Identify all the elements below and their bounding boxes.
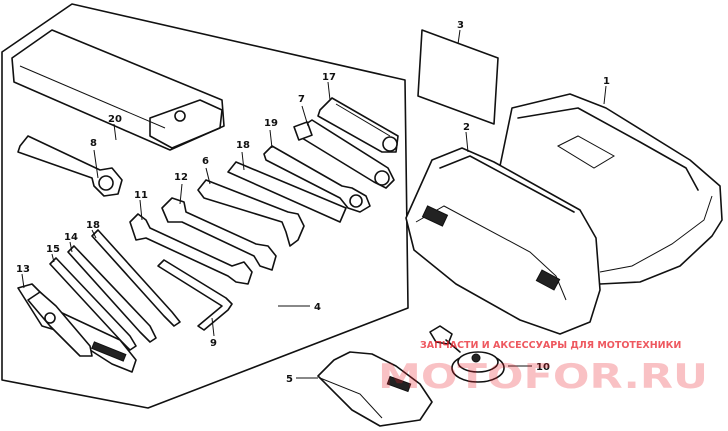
- callout-9: 9: [210, 338, 217, 349]
- reflector-card: [417, 29, 499, 125]
- fuel-cap: [429, 325, 505, 383]
- saddlebag-small: [405, 147, 601, 335]
- callout-1: 1: [603, 76, 610, 87]
- callout-18-upper: 18: [236, 140, 250, 151]
- callout-13: 13: [16, 264, 30, 275]
- callout-labels: 1 2 3 4 5 6 7 8 9 10 11 12 13 14 15 17 1…: [16, 20, 610, 385]
- callout-10: 10: [536, 362, 550, 373]
- wrench-19: [263, 145, 371, 213]
- tool-bag: [11, 29, 225, 151]
- box-spanner: [17, 135, 123, 197]
- callout-8: 8: [90, 138, 97, 149]
- callout-4: 4: [314, 302, 321, 313]
- watermark-brand-text: MOTOFOR.RU: [378, 357, 708, 397]
- handle-bar: [317, 97, 399, 153]
- open-end-wrench-11: [129, 213, 253, 285]
- callout-5: 5: [286, 374, 293, 385]
- flat-strip-18: [227, 161, 347, 223]
- callout-18-lower: 18: [86, 220, 100, 231]
- pliers: [17, 283, 137, 373]
- callout-15: 15: [46, 244, 60, 255]
- callout-2: 2: [463, 122, 470, 133]
- pin-spanner: [197, 179, 305, 247]
- callout-3: 3: [457, 20, 464, 31]
- plug-wrench: [293, 119, 395, 189]
- watermark: ЗАПЧАСТИ И АКСЕССУАРЫ ДЛЯ МОТОТЕХНИКИ MO…: [378, 340, 708, 397]
- screwdriver-18: [91, 229, 181, 327]
- watermark-small-text: ЗАПЧАСТИ И АКСЕССУАРЫ ДЛЯ МОТОТЕХНИКИ: [420, 340, 681, 351]
- callout-7: 7: [298, 94, 305, 105]
- screwdriver-14: [67, 245, 157, 343]
- callout-14: 14: [64, 232, 78, 243]
- callout-6: 6: [202, 156, 209, 167]
- callout-20: 20: [108, 114, 122, 125]
- tool-pouch: [317, 351, 433, 427]
- tool-kit-outline: [1, 3, 409, 409]
- hex-key: [157, 259, 233, 331]
- leader-lines: [21, 29, 607, 379]
- callout-19: 19: [264, 118, 278, 129]
- open-end-wrench-12: [161, 197, 277, 271]
- callout-12: 12: [174, 172, 188, 183]
- callout-17: 17: [322, 72, 336, 83]
- callout-11: 11: [134, 190, 148, 201]
